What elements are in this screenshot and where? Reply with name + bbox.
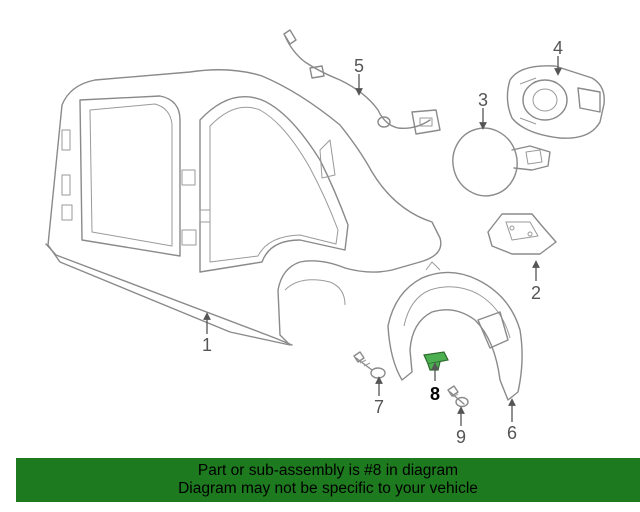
callout-6: 6 <box>507 423 517 443</box>
callout-7: 7 <box>374 397 384 417</box>
clip-retainer-part <box>423 351 449 371</box>
bracket-part <box>487 213 557 255</box>
body-side-panel-part <box>45 69 442 346</box>
callout-4: 4 <box>553 38 563 58</box>
callout-9: 9 <box>456 427 466 447</box>
banner-line-1: Part or sub-assembly is #8 in diagram <box>197 462 459 479</box>
banner-line-2: Diagram may not be specific to your vehi… <box>178 480 478 497</box>
bolt-9-part <box>447 385 469 408</box>
wheelhouse-liner-part <box>387 261 523 401</box>
release-cable-part <box>283 29 441 135</box>
callout-3: 3 <box>478 90 488 110</box>
callout-1: 1 <box>202 335 212 355</box>
fuel-door-part <box>452 127 551 197</box>
bolt-7-part <box>353 351 386 379</box>
callout-5: 5 <box>354 56 364 76</box>
parts-diagram: 1 2 3 4 5 6 7 8 9 <box>45 29 605 447</box>
callout-8: 8 <box>430 384 440 404</box>
highlighted-part-shape <box>423 351 449 365</box>
filler-housing-part <box>506 65 605 139</box>
info-banner: Part or sub-assembly is #8 in diagram Di… <box>16 458 640 502</box>
callout-2: 2 <box>531 283 541 303</box>
